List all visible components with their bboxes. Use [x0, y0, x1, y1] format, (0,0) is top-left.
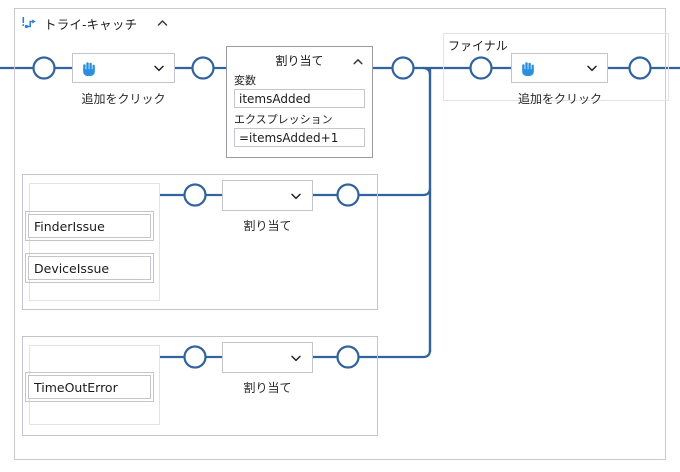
- region-title: トライ-キャッチ: [44, 18, 138, 32]
- try-action-node[interactable]: [72, 53, 175, 83]
- assignment-expression-input[interactable]: [234, 128, 365, 147]
- assignment-expression-group: エクスプレッション: [227, 113, 372, 147]
- assignment-card-header: 割り当て: [227, 47, 372, 73]
- catch-block-2: [22, 336, 378, 436]
- catch-1-exception-1[interactable]: DeviceIssue: [28, 256, 151, 280]
- catch-1-exception-1-wrapper: [25, 253, 154, 283]
- catch-2-exception-0-wrapper: [25, 372, 154, 402]
- try-action-label: 追加をクリック: [81, 92, 166, 106]
- finally-action-chevron-down-icon[interactable]: [586, 62, 598, 74]
- finally-action-node[interactable]: [511, 53, 608, 83]
- catch-1-exception-1-text: DeviceIssue: [34, 260, 110, 276]
- catch-2-exception-0[interactable]: TimeOutError: [28, 375, 151, 399]
- catch-2-chevron-down-icon[interactable]: [290, 352, 302, 364]
- catch-1-chevron-down-icon[interactable]: [290, 190, 302, 202]
- assignment-expression-label: エクスプレッション: [234, 114, 333, 126]
- try-catch-region: [14, 8, 666, 460]
- try-action-chevron-down-icon[interactable]: [153, 62, 165, 74]
- assignment-collapse-chevron-up-icon[interactable]: [352, 55, 364, 67]
- assignment-card[interactable]: 割り当て 変数 エクスプレッション: [226, 46, 373, 158]
- finally-action-label: 追加をクリック: [517, 92, 602, 106]
- catch-block-1: [22, 174, 378, 310]
- try-catch-header: トライ-キャッチ: [22, 14, 169, 33]
- catch-2-select-node[interactable]: [222, 342, 313, 373]
- catch-2-select-label: 割り当て: [243, 381, 292, 395]
- catch-1-select-label: 割り当て: [243, 219, 292, 233]
- assignment-variable-input[interactable]: [234, 89, 365, 108]
- catch-1-exception-0-wrapper: [25, 211, 154, 241]
- catch-block-1-exception-list: [29, 183, 160, 301]
- assignment-title: 割り当て: [275, 53, 324, 68]
- catch-2-exception-0-text: TimeOutError: [34, 379, 118, 395]
- assignment-variable-label: 変数: [234, 75, 256, 87]
- assignment-variable-group: 変数: [227, 74, 372, 108]
- hand-icon: [81, 60, 98, 77]
- catch-1-select-node[interactable]: [222, 180, 313, 211]
- hand-icon: [520, 60, 537, 77]
- catch-1-exception-0-text: FinderIssue: [34, 218, 105, 234]
- catch-1-exception-0[interactable]: FinderIssue: [28, 214, 151, 238]
- region-collapse-chevron-up-icon[interactable]: [144, 17, 169, 30]
- finally-title: ファイナル: [448, 39, 508, 53]
- try-catch-icon: [22, 16, 37, 31]
